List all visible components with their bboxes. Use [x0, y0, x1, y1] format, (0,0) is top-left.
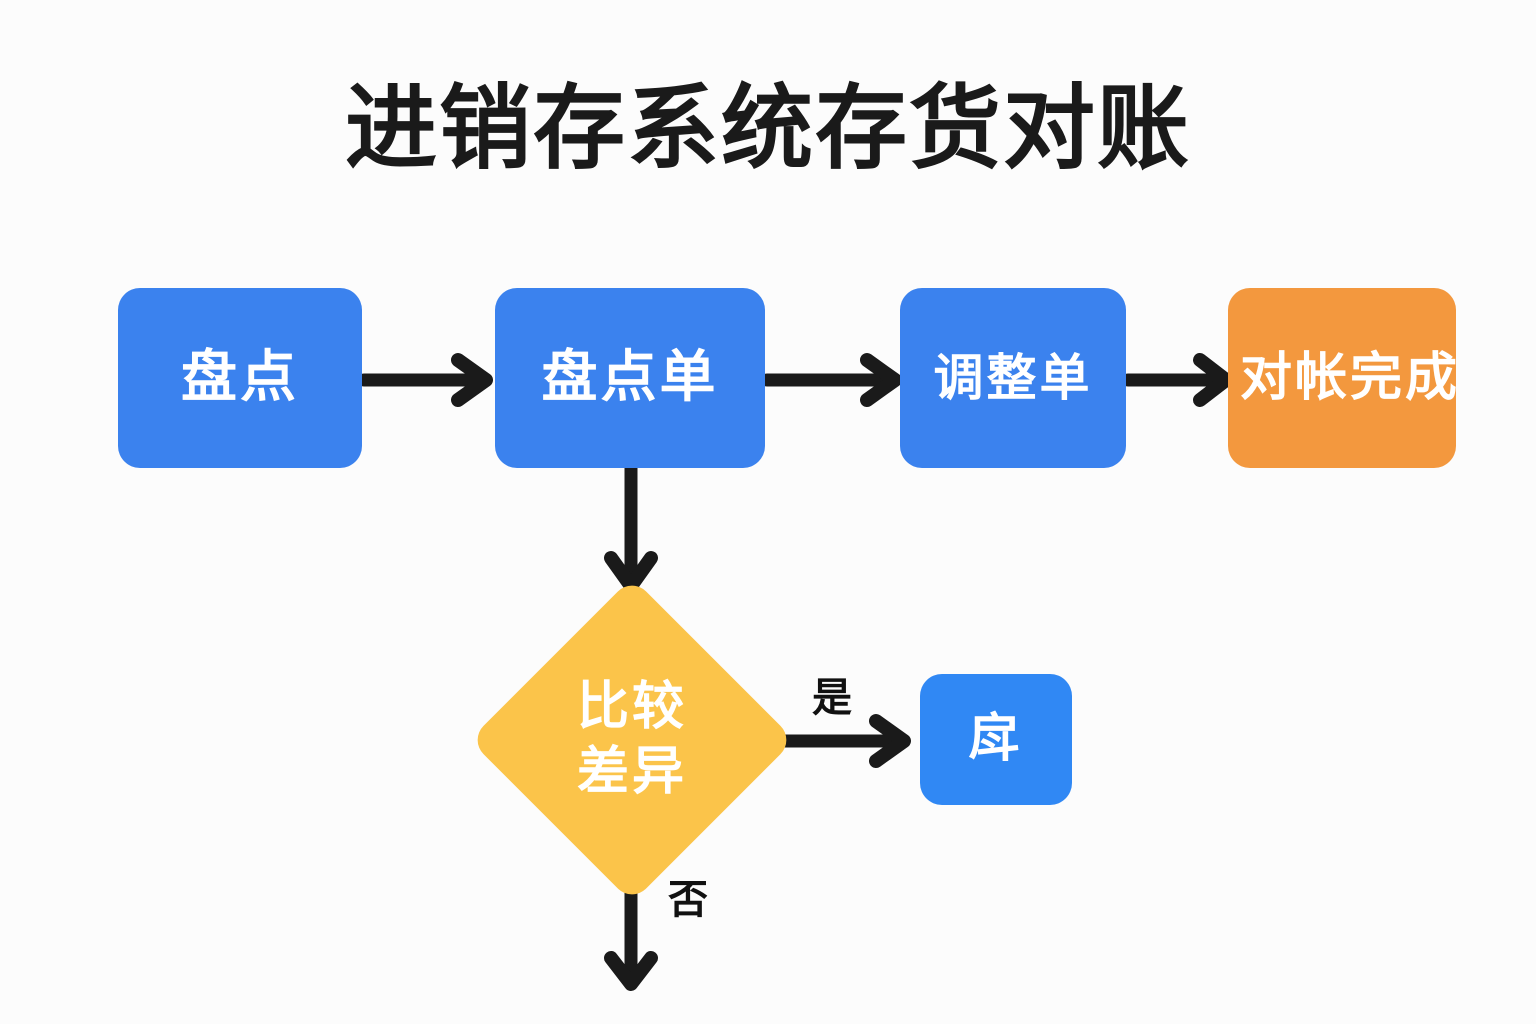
connector-tiaozhengdan-to-duizhang	[1121, 353, 1246, 407]
node-tiaozhengdan[interactable]: 调整单	[900, 288, 1126, 468]
node-yes-target[interactable]: 戽	[920, 674, 1072, 805]
node-duizhang-wancheng[interactable]: 对帐完成	[1228, 288, 1457, 468]
page-title: 进销存系统存货对账	[344, 75, 1191, 182]
node-pandian-label: 盘点	[181, 344, 299, 410]
connector-pandian-to-pandiandan	[357, 353, 502, 407]
edge-label-no: 否	[668, 877, 709, 923]
node-tiaozhengdan-label: 调整单	[933, 349, 1093, 407]
node-yes-target-label: 戽	[968, 709, 1024, 770]
node-bijiao-chayi[interactable]: 比较 差异	[469, 577, 795, 903]
node-pandian[interactable]: 盘点	[118, 288, 362, 468]
connector-pandiandan-to-bijiao	[600, 459, 662, 596]
connector-bijiao-no	[600, 871, 662, 998]
node-pandiandan-label: 盘点单	[541, 344, 719, 410]
node-duizhang-wancheng-label: 对帐完成	[1239, 347, 1460, 408]
diamond-shape	[469, 577, 795, 903]
connector-bijiao-yes	[767, 714, 924, 768]
connector-pandiandan-to-tiaozhengdan	[760, 353, 915, 407]
node-pandiandan[interactable]: 盘点单	[495, 288, 765, 468]
edge-label-yes: 是	[812, 675, 853, 721]
